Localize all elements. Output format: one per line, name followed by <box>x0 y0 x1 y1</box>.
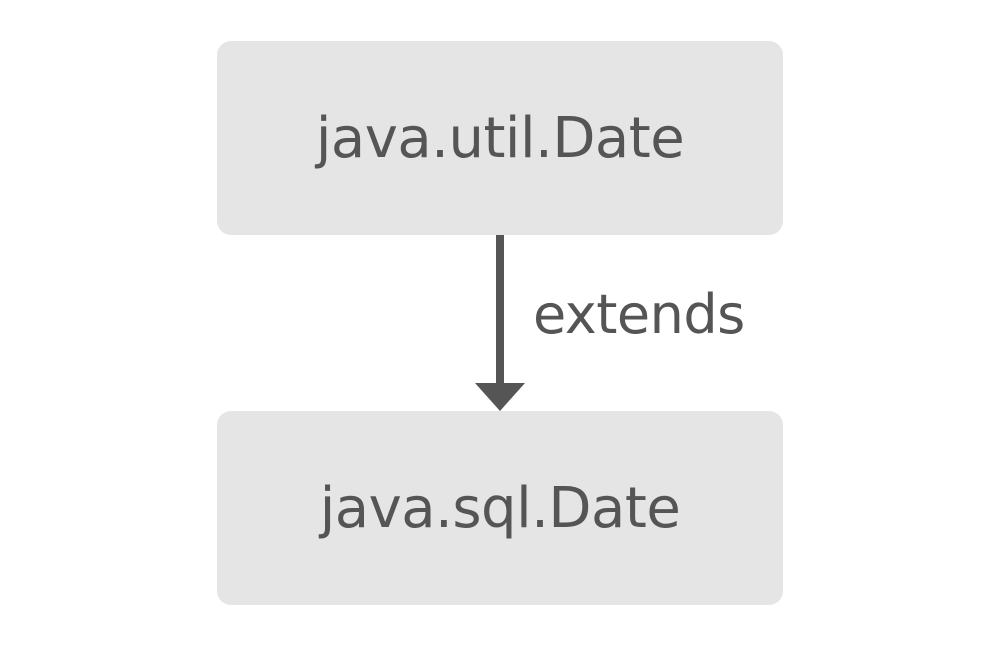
node-label: java.util.Date <box>315 105 685 171</box>
node-java-util-date: java.util.Date <box>217 41 783 235</box>
edge-label: extends <box>533 283 745 346</box>
node-java-sql-date: java.sql.Date <box>217 411 783 605</box>
node-label: java.sql.Date <box>319 475 681 541</box>
